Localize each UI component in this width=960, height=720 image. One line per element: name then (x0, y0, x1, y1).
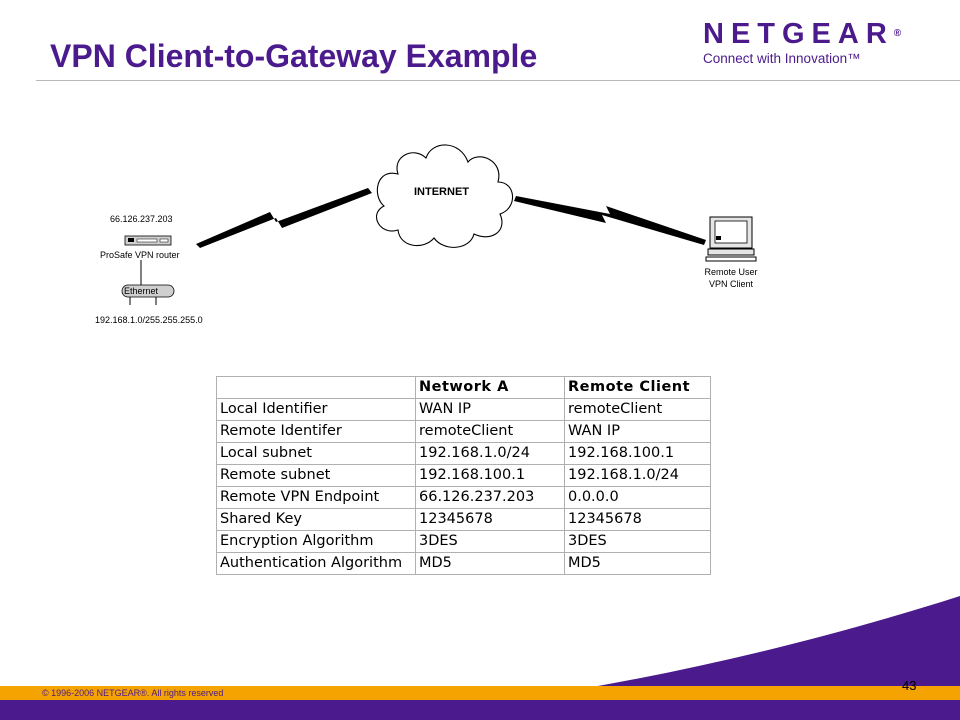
client-label-line2: VPN Client (708, 279, 753, 289)
table-cell: MD5 (415, 552, 565, 575)
router-label: ProSafe VPN router (100, 250, 180, 260)
table-cell: 12345678 (564, 508, 711, 531)
table-row: Encryption Algorithm 3DES 3DES (216, 530, 711, 553)
table-cell: 192.168.1.0/24 (564, 464, 711, 487)
table-cell: WAN IP (564, 420, 711, 443)
ethernet-label: Ethernet (124, 286, 159, 296)
logo-tagline: Connect with Innovation™ (703, 51, 861, 66)
ethernet-bus-icon (121, 284, 175, 305)
footer-gold-band (0, 686, 960, 700)
router-link-bolt-icon (196, 188, 372, 248)
header-cell-remote-client: Remote Client (564, 376, 711, 399)
copyright-text: © 1996-2006 NETGEAR®. All rights reserve… (42, 688, 224, 698)
table-cell: Shared Key (216, 508, 416, 531)
page-number: 43 (902, 678, 917, 693)
slide-title: VPN Client-to-Gateway Example (50, 38, 538, 74)
table-cell: MD5 (564, 552, 711, 575)
table-cell: WAN IP (415, 398, 565, 421)
table-header-row: Network A Remote Client (216, 376, 711, 399)
table-cell: 12345678 (415, 508, 565, 531)
table-row: Shared Key 12345678 12345678 (216, 508, 711, 531)
table-cell: remoteClient (415, 420, 565, 443)
footer-purple-band (0, 700, 960, 720)
table-cell: 192.168.100.1 (564, 442, 711, 465)
table-cell: Remote Identifer (216, 420, 416, 443)
internet-cloud-icon (376, 144, 514, 248)
table-cell: 3DES (564, 530, 711, 553)
table-cell: Authentication Algorithm (216, 552, 416, 575)
internet-label: INTERNET (414, 186, 469, 198)
vpn-config-table: Network A Remote Client Local Identifier… (216, 376, 711, 575)
vpn-router-icon (124, 235, 172, 246)
table-cell: 192.168.1.0/24 (415, 442, 565, 465)
lan-subnet-label: 192.168.1.0/255.255.255.0 (95, 315, 203, 325)
table-row: Remote Identifer remoteClient WAN IP (216, 420, 711, 443)
table-cell: 192.168.100.1 (415, 464, 565, 487)
netgear-logo: NETGEAR® Connect with Innovation™ (703, 19, 923, 71)
table-row: Remote VPN Endpoint 66.126.237.203 0.0.0… (216, 486, 711, 509)
table-cell: Remote subnet (216, 464, 416, 487)
router-ip-label: 66.126.237.203 (110, 214, 173, 224)
table-cell: 66.126.237.203 (415, 486, 565, 509)
client-label-line1: Remote User (704, 267, 758, 277)
header-cell-network-a: Network A (415, 376, 565, 399)
table-cell: Encryption Algorithm (216, 530, 416, 553)
remote-computer-icon (705, 216, 757, 262)
logo-brand: NETGEAR® (703, 18, 902, 50)
table-cell: 3DES (415, 530, 565, 553)
table-cell: Local Identifier (216, 398, 416, 421)
table-cell: Local subnet (216, 442, 416, 465)
table-row: Local subnet 192.168.1.0/24 192.168.100.… (216, 442, 711, 465)
table-cell: 0.0.0.0 (564, 486, 711, 509)
header-cell-blank (216, 376, 416, 399)
table-cell: Remote VPN Endpoint (216, 486, 416, 509)
header-divider (36, 80, 960, 81)
client-link-bolt-icon (514, 196, 706, 245)
table-row: Authentication Algorithm MD5 MD5 (216, 552, 711, 575)
table-cell: remoteClient (564, 398, 711, 421)
table-row: Local Identifier WAN IP remoteClient (216, 398, 711, 421)
table-row: Remote subnet 192.168.100.1 192.168.1.0/… (216, 464, 711, 487)
